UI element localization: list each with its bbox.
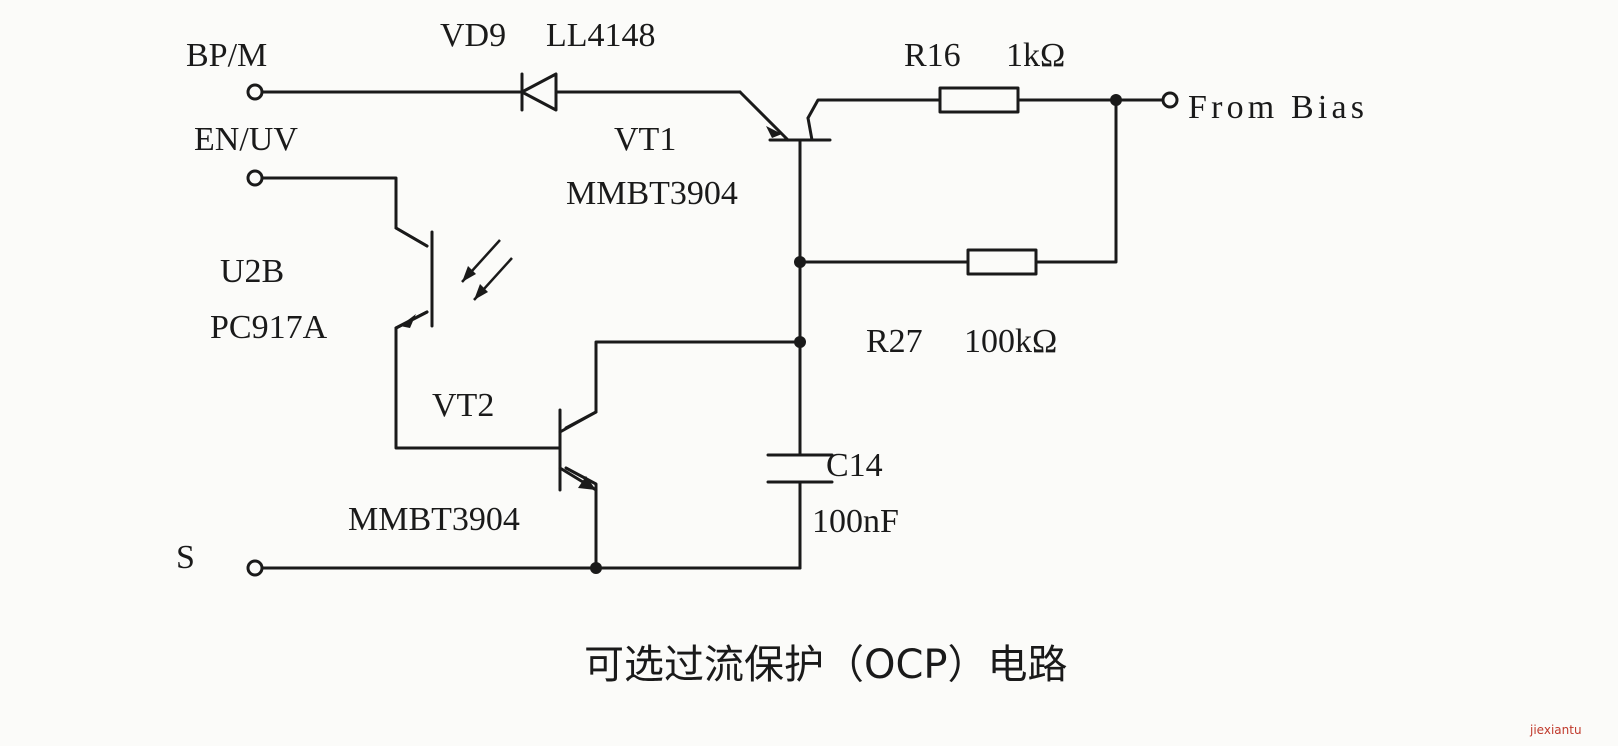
transistor-vt2-symbol [558,408,598,492]
junction-dot [794,336,806,348]
watermark-text: jiexiantu [1529,723,1582,737]
capacitor-c14-symbol [766,453,834,484]
pin-label-bp-m: BP/M [186,37,267,74]
vd9-ref: VD9 [440,17,506,54]
figure-caption: 可选过流保护（OCP）电路 [584,642,1068,688]
vd9-part: LL4148 [546,17,656,54]
c14-value: 100nF [812,503,899,540]
resistor-r27-symbol [966,248,1038,276]
r27-ref: R27 [866,323,923,360]
vt1-part: MMBT3904 [566,175,738,212]
junctions [590,94,1122,574]
terminal-s [246,559,264,577]
r16-ref: R16 [904,37,961,74]
terminal-bp-m [246,83,264,101]
vt1-ref: VT1 [614,121,676,158]
pin-label-s: S [176,539,195,576]
r16-value: 1kΩ [1006,37,1065,74]
optocoupler-u2b-symbol [394,226,513,330]
transistor-vt1-symbol [738,90,832,142]
c14-ref: C14 [826,447,883,484]
u2b-ref: U2B [220,253,284,290]
r27-value: 100kΩ [964,323,1057,360]
pin-label-en-uv: EN/UV [194,121,298,158]
vt2-ref: VT2 [432,387,494,424]
terminal-en-uv [246,169,264,187]
u2b-part: PC917A [210,309,328,346]
vt2-part: MMBT3904 [348,501,520,538]
junction-dot [794,256,806,268]
junction-dot [590,562,602,574]
pin-label-from-bias: From Bias [1188,89,1364,126]
terminal-from-bias [1161,91,1179,109]
diode-vd9-symbol [520,72,558,112]
resistor-r16-symbol [938,86,1020,114]
junction-dot [1110,94,1122,106]
